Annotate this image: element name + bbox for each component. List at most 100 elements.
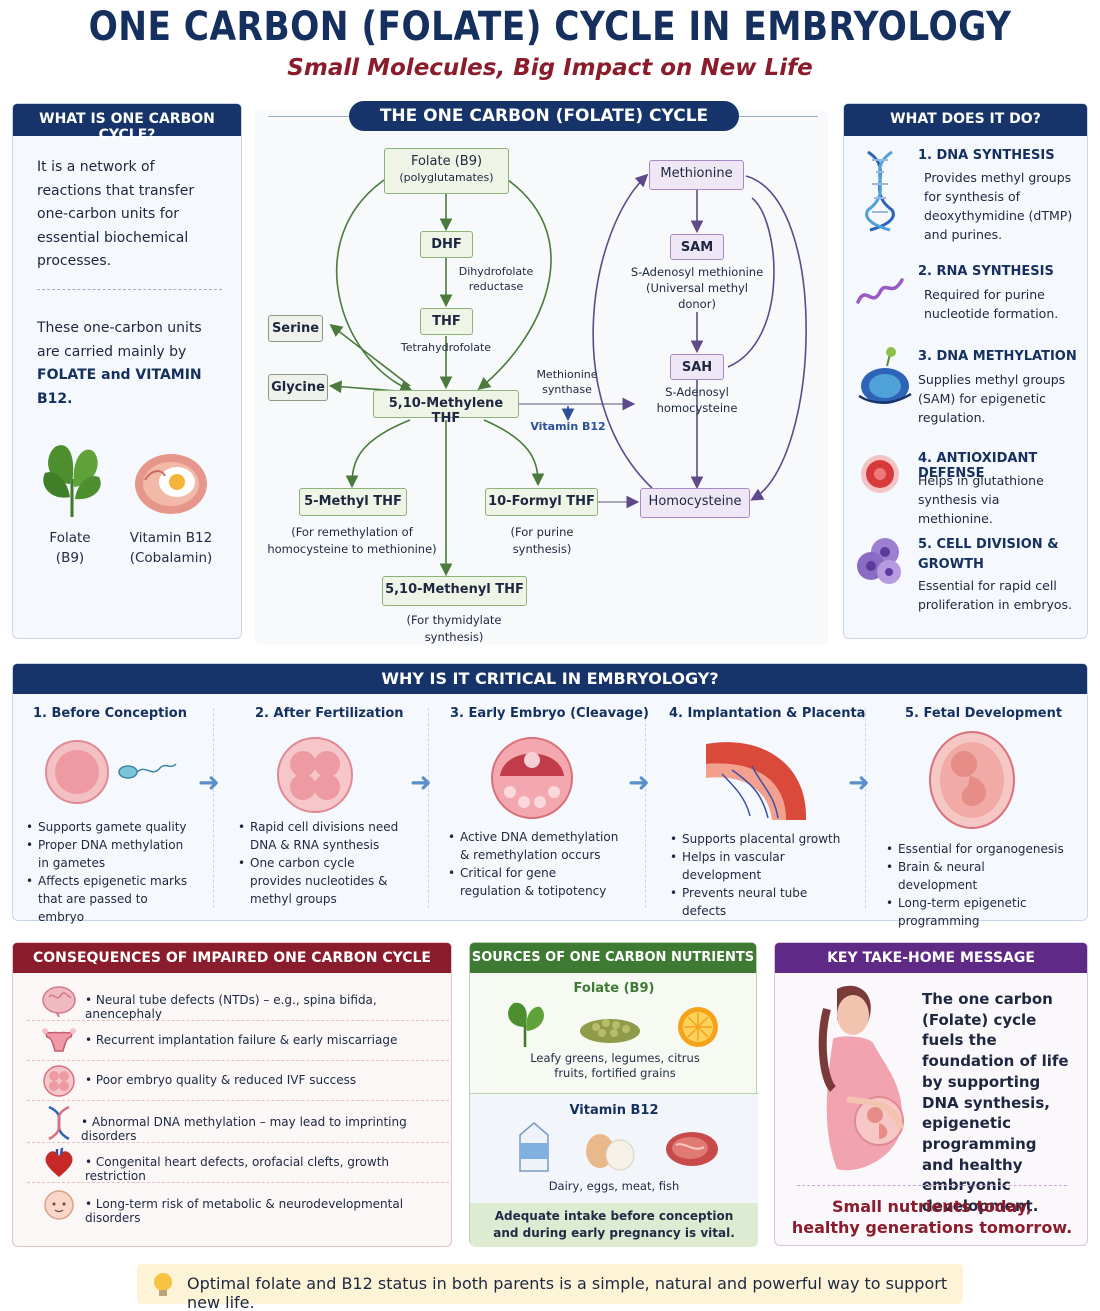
leafy-greens-icon bbox=[508, 1002, 544, 1047]
arrow-right-icon: ➜ bbox=[628, 768, 650, 798]
pregnant-woman-icon bbox=[818, 985, 904, 1171]
page-title: ONE CARBON (FOLATE) CYCLE IN EMBRYOLOGY bbox=[88, 4, 1012, 50]
consequences-panel: CONSEQUENCES OF IMPAIRED ONE CARBON CYCL… bbox=[12, 942, 452, 1247]
stage-bullet: Supports placental growth bbox=[670, 830, 845, 848]
blastocyst-icon bbox=[490, 736, 574, 824]
carriers-text: These one-carbon units are carried mainl… bbox=[37, 317, 217, 411]
legumes-icon bbox=[580, 1019, 640, 1043]
lightbulb-icon bbox=[154, 1273, 172, 1296]
methyl-thf-box: 5-Methyl THF bbox=[299, 488, 407, 516]
cycle-arrows bbox=[328, 173, 807, 577]
stage-title-5: 5. Fetal Development bbox=[905, 706, 1063, 721]
consequence-text: • Recurrent implantation failure & early… bbox=[85, 1033, 398, 1047]
thf-box: THF bbox=[420, 308, 473, 335]
vitamin-b12-label: Vitamin B12 bbox=[530, 420, 606, 433]
consequence-row: • Long-term risk of metabolic & neurodev… bbox=[27, 1185, 449, 1225]
arrow-right-icon: ➜ bbox=[848, 768, 870, 798]
divider bbox=[37, 289, 222, 290]
antioxidant-icon bbox=[860, 454, 900, 498]
stage-divider bbox=[865, 708, 866, 908]
heart-icon bbox=[45, 1147, 73, 1177]
cycle-panel bbox=[255, 110, 828, 645]
consequence-label: Neural tube defects (NTDs) – e.g., spina… bbox=[85, 993, 377, 1021]
stage-divider bbox=[213, 708, 214, 908]
function-title-1: 1. DNA SYNTHESIS bbox=[918, 148, 1055, 163]
folate-box-sub: (polyglutamates) bbox=[399, 171, 494, 184]
stage-bullet: Prevents neural tube defects bbox=[670, 884, 845, 920]
consequences-heading: CONSEQUENCES OF IMPAIRED ONE CARBON CYCL… bbox=[13, 943, 451, 973]
stage-divider bbox=[428, 708, 429, 908]
consequence-text: • Neural tube defects (NTDs) – e.g., spi… bbox=[85, 993, 377, 1021]
formyl-thf-note: (For purine synthesis) bbox=[510, 525, 574, 556]
folate-box: Folate (B9) (polyglutamates) bbox=[384, 148, 509, 194]
takehome-divider bbox=[797, 1185, 1067, 1186]
meat-egg-icon bbox=[131, 444, 211, 519]
takehome-tagline-2: healthy generations tomorrow. bbox=[791, 1218, 1073, 1237]
consequence-label: Congenital heart defects, orofacial clef… bbox=[85, 1155, 389, 1183]
stage-title-2: 2. After Fertilization bbox=[255, 706, 404, 721]
takehome-panel: KEY TAKE-HOME MESSAGE The one carbon (Fo… bbox=[774, 942, 1088, 1246]
sources-heading: SOURCES OF ONE CARBON NUTRIENTS bbox=[470, 943, 756, 973]
spinach-icon bbox=[37, 439, 107, 519]
consequence-label: Abnormal DNA methylation – may lead to i… bbox=[81, 1115, 407, 1143]
consequence-text: • Abnormal DNA methylation – may lead to… bbox=[81, 1115, 407, 1143]
stage-bullet: Critical for gene regulation & totipoten… bbox=[448, 864, 620, 900]
consequence-text: • Poor embryo quality & reduced IVF succ… bbox=[85, 1073, 357, 1087]
stage-list-4: Supports placental growth Helps in vascu… bbox=[670, 830, 845, 920]
consequence-row: • Poor embryo quality & reduced IVF succ… bbox=[27, 1061, 449, 1101]
consequence-label: Recurrent implantation failure & early m… bbox=[95, 1033, 398, 1047]
function-title-4: 4. ANTIOXIDANT DEFENSE bbox=[918, 451, 1038, 481]
egg-sperm-icon bbox=[44, 738, 179, 810]
stage-title-1: 1. Before Conception bbox=[33, 706, 187, 721]
carriers-bold: FOLATE and VITAMIN B12. bbox=[37, 367, 202, 407]
dna-helix-icon bbox=[862, 150, 898, 236]
stage-bullet: Essential for organogenesis bbox=[886, 840, 1066, 858]
stage-title-3: 3. Early Embryo (Cleavage) bbox=[450, 706, 649, 721]
sources-divider bbox=[470, 1093, 758, 1094]
sources-note: Adequate intake before conception and du… bbox=[470, 1203, 758, 1247]
sam-box: SAM bbox=[670, 234, 724, 260]
cell-division-icon bbox=[855, 536, 905, 590]
dhfr-label: Dihydrofolate reductase bbox=[458, 265, 534, 293]
stage-list-2: Rapid cell divisions need DNA & RNA synt… bbox=[238, 818, 408, 908]
consequence-row: • Abnormal DNA methylation – may lead to… bbox=[27, 1103, 449, 1143]
baby-icon bbox=[44, 1190, 74, 1220]
takehome-tagline-1: Small nutrients today, bbox=[832, 1197, 1032, 1216]
footer-banner: Optimal folate and B12 status in both pa… bbox=[137, 1264, 963, 1311]
stage-bullet: Affects epigenetic marks that are passed… bbox=[26, 872, 194, 926]
takehome-heading: KEY TAKE-HOME MESSAGE bbox=[775, 943, 1087, 973]
stage-bullet: Proper DNA methylation in gametes bbox=[26, 836, 194, 872]
milk-carton-icon bbox=[519, 1122, 549, 1172]
function-title-2: 2. RNA SYNTHESIS bbox=[918, 264, 1054, 279]
consequence-row: • Neural tube defects (NTDs) – e.g., spi… bbox=[27, 981, 449, 1021]
takehome-message: The one carbon (Folate) cycle fuels the … bbox=[922, 990, 1069, 1216]
thf-label: Tetrahydrofolate bbox=[400, 341, 492, 354]
stage-bullet: Helps in vascular development bbox=[670, 848, 845, 884]
footer-text: Optimal folate and B12 status in both pa… bbox=[187, 1274, 948, 1311]
consequence-text: • Long-term risk of metabolic & neurodev… bbox=[85, 1197, 404, 1225]
folate-label: Folate (B9) bbox=[49, 530, 91, 566]
serine-box: Serine bbox=[268, 315, 323, 342]
stage-title-4: 4. Implantation & Placenta bbox=[669, 706, 866, 721]
methylene-thf-box: 5,10-Methylene THF bbox=[373, 390, 519, 426]
stage-divider bbox=[645, 708, 646, 908]
meat-icon bbox=[666, 1132, 718, 1166]
dna-icon bbox=[48, 1105, 70, 1141]
sah-label: S-Adenosyl homocysteine bbox=[656, 385, 738, 415]
methyl-thf-note: (For remethylation of homocysteine to me… bbox=[267, 525, 437, 556]
sources-folate-title: Folate (B9) bbox=[573, 981, 655, 996]
page-subtitle: Small Molecules, Big Impact on New Life bbox=[287, 55, 813, 81]
what-is-panel: WHAT IS ONE CARBON CYCLE? It is a networ… bbox=[12, 103, 242, 639]
carriers-text-start: These one-carbon units are carried mainl… bbox=[37, 320, 202, 360]
homocysteine-box: Homocysteine bbox=[640, 488, 750, 518]
fetus-icon bbox=[928, 730, 1016, 834]
what-is-heading: WHAT IS ONE CARBON CYCLE? bbox=[13, 104, 241, 143]
uterus-icon bbox=[42, 1028, 76, 1052]
function-title-3: 3. DNA METHYLATION bbox=[918, 349, 1077, 364]
embryo-icon bbox=[43, 1065, 75, 1097]
consequence-label: Long-term risk of metabolic & neurodevel… bbox=[85, 1197, 404, 1225]
methenyl-thf-box: 5,10-Methenyl THF bbox=[382, 576, 527, 606]
function-desc-4: Helps in glutathione synthesis via methi… bbox=[918, 473, 1044, 526]
stage-bullet: Supports gamete quality bbox=[26, 818, 194, 836]
brain-icon bbox=[42, 986, 76, 1017]
